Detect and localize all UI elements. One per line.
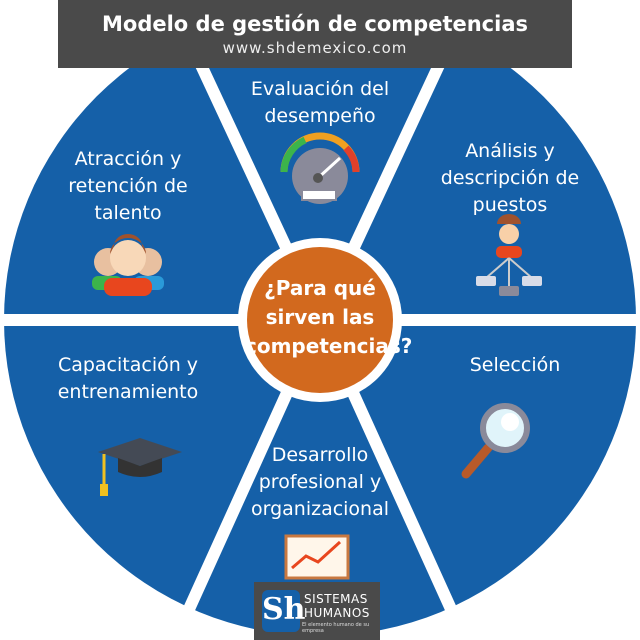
center-circle [247, 247, 393, 393]
segment-label-atraccion: Atracción y retención de talento [68, 148, 188, 224]
segment-label-capacitacion: Capacitación y entrenamiento [57, 354, 199, 403]
gauge-icon [280, 132, 360, 204]
logo-line1: SISTEMAS [304, 592, 368, 606]
logo: Sh SISTEMAS HUMANOS El elemento humano d… [254, 582, 380, 640]
growth-chart-icon [284, 534, 350, 580]
segment-dividers [0, 17, 640, 640]
magnifier-icon [461, 403, 530, 479]
people-icon [92, 234, 164, 296]
logo-mark: Sh [262, 590, 305, 632]
segment-label-seleccion: Selección [469, 354, 561, 376]
segment-label-analisis: Análisis y descripción de puestos [440, 140, 580, 216]
segment-label-desarrollo: Desarrollo profesional y organizacional [250, 444, 390, 520]
center-question: ¿Para qué sirven las competencias? [245, 276, 413, 358]
graduation-cap-icon [98, 438, 182, 496]
org-chart-icon [476, 214, 542, 296]
header: Modelo de gestión de competencias www.sh… [58, 0, 572, 68]
website-link[interactable]: www.shdemexico.com [222, 39, 408, 57]
logo-tagline: El elemento humano de su empresa [302, 622, 370, 634]
logo-line2: HUMANOS [304, 606, 370, 620]
page-title: Modelo de gestión de competencias [102, 12, 528, 36]
segment-label-evaluacion: Evaluación del desempeño [250, 78, 390, 127]
